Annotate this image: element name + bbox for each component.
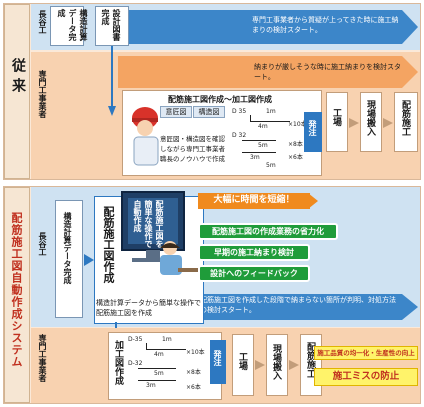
automated-work-title: 加工図作成 <box>113 340 123 385</box>
automated-factory-label: 工場 <box>237 352 247 370</box>
bar-length: 5m <box>154 370 164 377</box>
bar-count: ×10本 <box>288 121 307 128</box>
automated-note: 配筋施工図を作成した段階で納まらない箇所が判明、対処方法の検討スタート。 <box>200 296 396 314</box>
bar-shape <box>242 140 276 141</box>
bar-count: ×8本 <box>186 369 201 376</box>
worker-helmet-icon <box>132 107 159 166</box>
conventional-flow-connector <box>108 46 116 116</box>
monitor-icon <box>121 191 185 262</box>
bar-shape <box>138 380 176 381</box>
bar-length: 1m <box>266 108 276 115</box>
benefit-feedback: 設計へのフィードバック <box>198 265 310 282</box>
monitor-text: 配筋施工図を簡単な操作で自動作成 <box>133 200 164 248</box>
automated-work-frame <box>108 332 222 400</box>
bar-length: 5m <box>258 142 268 149</box>
bar-length: 1m <box>162 336 172 343</box>
conventional-delivery-label: 現場搬入 <box>365 100 375 136</box>
result-error-prevention: 施工ミスの防止 <box>314 368 418 386</box>
conventional-arrow-general <box>128 10 418 44</box>
bar-length: 3m <box>146 382 156 389</box>
automated-order <box>210 340 226 384</box>
benefit-labor-saving: 配筋施工図の作成業務の省力化 <box>198 223 338 240</box>
bar-shape <box>146 343 186 350</box>
bar-count: ×6本 <box>186 384 201 391</box>
conventional-title: 従来 <box>10 58 26 98</box>
conventional-row-general: 長谷工 <box>38 10 47 34</box>
conventional-section-label <box>4 4 30 179</box>
conventional-design-label: 設計図書完成 <box>101 9 121 41</box>
bar-label: D-35 <box>128 336 143 343</box>
arrow-right-icon <box>84 254 94 266</box>
automated-arrow-general <box>180 294 418 320</box>
conventional-bar-diagrams: D 35 1m 4m ×10本 D 32 5m ×8本 3m ×6本 5m <box>232 108 312 172</box>
person-at-desk-icon <box>160 241 200 275</box>
automated-drawing-label: 配筋施工図作成 <box>102 206 115 283</box>
tab-struct-drawing: 構造図 <box>193 106 225 118</box>
bar-label: D-32 <box>128 360 143 367</box>
bar-count: ×6本 <box>288 154 303 161</box>
conventional-order-label: 発注 <box>308 120 317 136</box>
conventional-construction <box>394 92 418 152</box>
automated-row-sub: 専門工事業者 <box>38 334 47 382</box>
banner-arrow-icon <box>308 193 318 209</box>
conventional-arrow-sub <box>118 56 418 88</box>
conventional-work-title: 配筋施工図作成〜加工図作成 <box>168 95 272 104</box>
conventional-struct-box <box>50 6 84 46</box>
automated-title: 配筋施工図自動作成システム <box>10 212 23 368</box>
bar-length: 4m <box>154 351 164 358</box>
automated-bar-diagrams: D-35 1m 4m ×10本 D-32 5m ×8本 3m ×6本 <box>128 336 208 398</box>
bar-shape <box>250 115 290 122</box>
bar-count: ×8本 <box>288 141 303 148</box>
tab-design-drawing: 意匠図 <box>160 106 192 118</box>
conventional-factory-label: 工場 <box>331 108 341 126</box>
automated-factory <box>232 334 254 396</box>
automated-struct-box <box>55 200 83 318</box>
automated-struct-label: 構造計算データ完成 <box>63 212 72 284</box>
time-reduction-banner: 大幅に時間を短縮！ <box>198 193 310 209</box>
automated-row-general: 長谷工 <box>38 232 47 256</box>
bar-shape <box>138 368 176 369</box>
automated-section-label <box>4 187 30 403</box>
conventional-design-box <box>95 6 129 46</box>
conventional-note-bottom: 納まりが厳しそうな時に施工納まりを検討スタート。 <box>254 63 401 81</box>
conventional-factory <box>326 92 348 152</box>
automated-delivery-label: 現場搬入 <box>271 344 281 380</box>
bar-length: 5m <box>266 162 276 169</box>
conventional-struct-label: 構造計算データ完成 <box>57 9 88 41</box>
conventional-delivery <box>360 92 382 152</box>
bar-shape <box>242 152 276 153</box>
bar-label: D 32 <box>232 132 247 139</box>
bar-count: ×10本 <box>186 349 205 356</box>
conventional-work-desc: 意匠図・構造図を確認しながら専門工事業者職長のノウハウで作成 <box>160 135 225 163</box>
automated-construction-label: 配筋施工 <box>305 342 315 378</box>
conventional-construction-label: 配筋施工 <box>400 100 410 136</box>
conventional-note-top: 専門工事業者から質疑が上ってきた時に施工納まりの検討スタート。 <box>252 16 399 34</box>
conventional-order <box>304 112 322 152</box>
bar-length: 3m <box>250 154 260 161</box>
arrow-right-icon <box>383 118 393 128</box>
arrow-right-icon <box>289 360 299 370</box>
benefit-early-check: 早期の施工納まり検討 <box>198 244 310 261</box>
arrow-right-icon <box>349 118 359 128</box>
bar-label: D 35 <box>232 108 247 115</box>
result-quality-productivity: 施工品質の均一化・生産性の向上 <box>314 346 418 360</box>
conventional-row-sub: 専門工事業者 <box>38 70 47 118</box>
bar-length: 4m <box>258 123 268 130</box>
arrow-right-icon <box>255 360 265 370</box>
automated-delivery <box>266 334 288 396</box>
automated-caption: 構造計算データから簡単な操作で配筋施工図を作成 <box>96 299 201 317</box>
automated-order-label: 発注 <box>213 350 222 366</box>
